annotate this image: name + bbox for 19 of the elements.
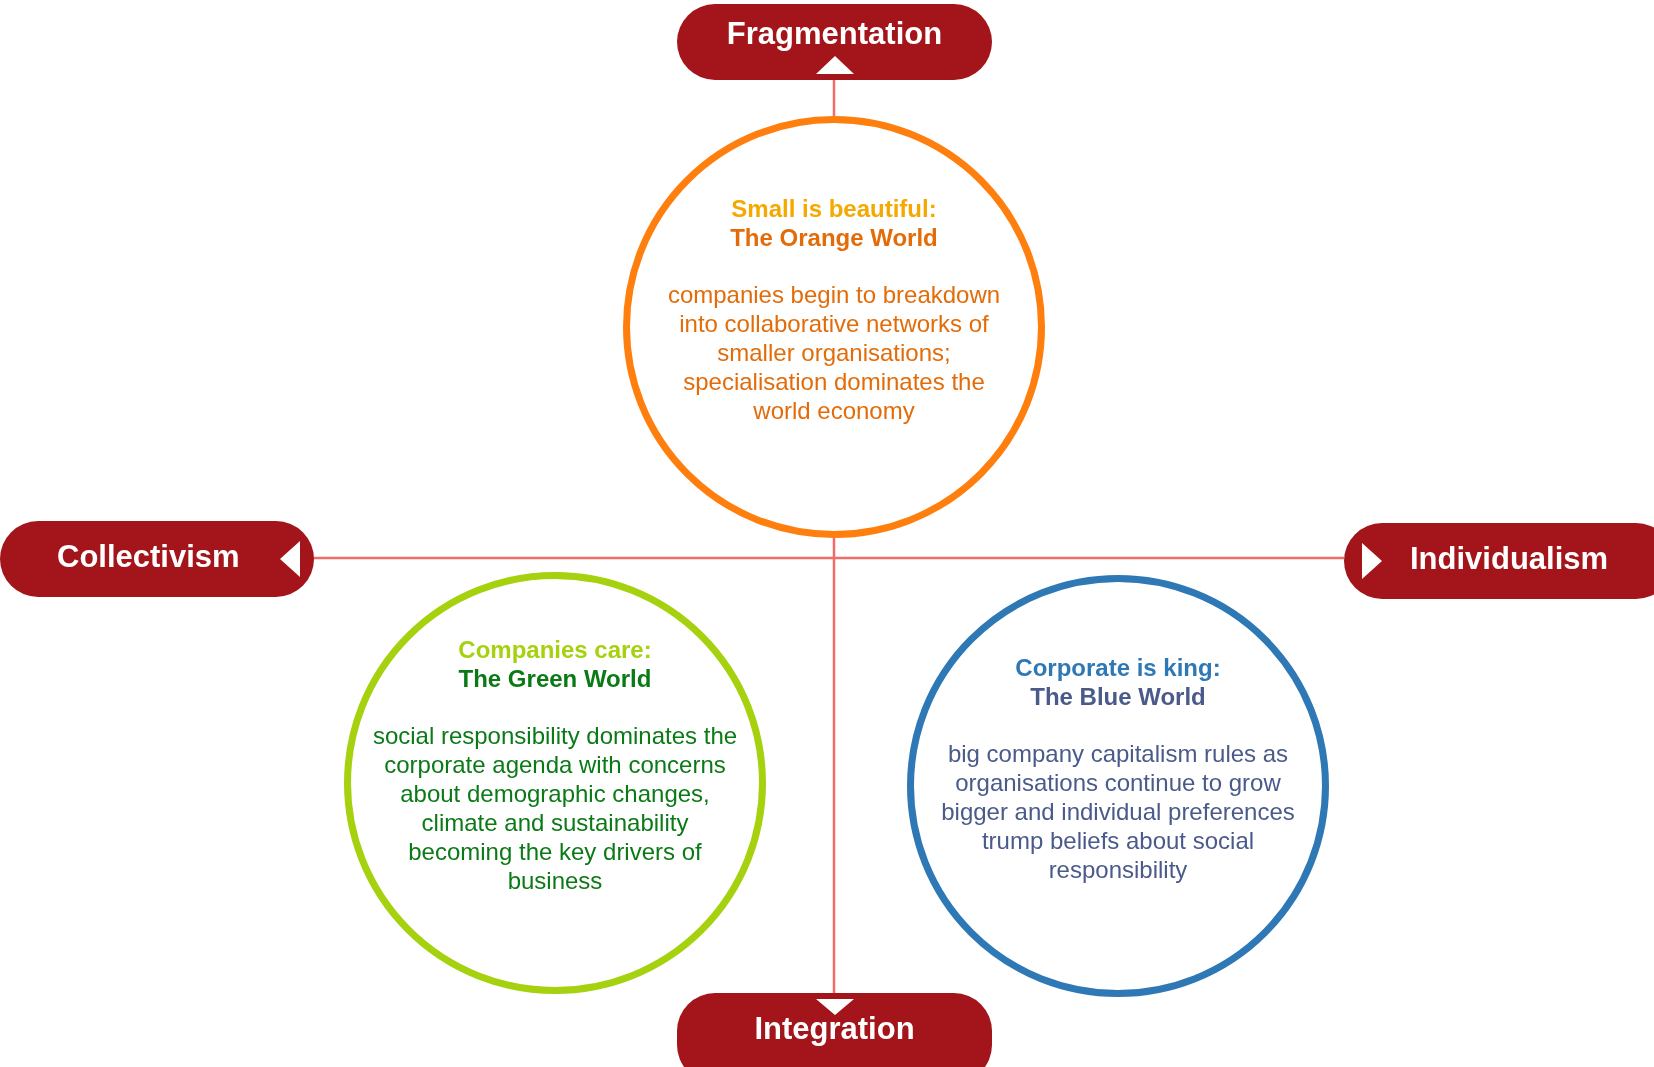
axis-label: Collectivism <box>57 539 240 575</box>
scenario-title: The Orange World <box>730 222 938 252</box>
scenario-description: companies begin to breakdown into collaborative networks of smaller organisations; specialisation dominates the world economy <box>666 279 1002 425</box>
scenario-title: The Blue World <box>1030 681 1206 711</box>
scenario-tagline: Small is beautiful: <box>731 193 937 223</box>
axis-pill <box>1344 523 1654 599</box>
scenario-description: social responsibility dominates the corporate agenda with concerns about demographic changes, climate and sustainability becoming the key drivers of business <box>371 721 739 895</box>
scenario-title: The Green World <box>458 664 652 693</box>
axis-line <box>832 80 836 116</box>
scenario-tagline: Companies care: <box>458 635 652 664</box>
axis-label: Fragmentation <box>726 16 943 52</box>
axis-pill <box>0 521 314 597</box>
scenario-tagline: Corporate is king: <box>1015 652 1221 682</box>
axis-label: Integration <box>754 1011 915 1047</box>
axis-label: Individualism <box>1410 541 1609 577</box>
axis-line <box>314 556 1344 560</box>
scenario-description: big company capitalism rules as organisations continue to grow bigger and individual preferences trump beliefs about social responsibility <box>940 738 1296 884</box>
axis-line <box>832 538 836 993</box>
axis-pill <box>677 993 992 1067</box>
